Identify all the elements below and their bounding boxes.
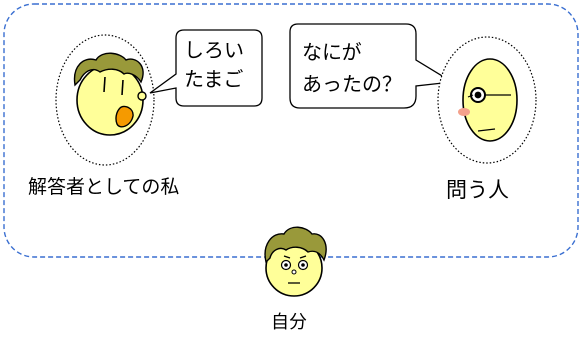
- answerer-label: 解答者としての私: [28, 176, 180, 198]
- asker-face-icon: [458, 58, 518, 142]
- self-label: 自分: [271, 312, 307, 333]
- answer-line-2: たまご: [184, 67, 244, 91]
- question-line-1: なにが: [302, 40, 362, 64]
- question-line-2: あったの？: [302, 72, 402, 96]
- answer-speech-text: しろい たまご: [184, 36, 244, 94]
- question-speech-text: なにが あったの？: [302, 36, 402, 100]
- question-speech-bubble: [289, 23, 454, 109]
- answerer-face-icon: [73, 52, 147, 136]
- self-face-icon: [264, 226, 327, 297]
- asker-label: 問う人: [446, 178, 509, 202]
- answer-speech-bubble: [149, 29, 263, 107]
- answer-line-1: しろい: [184, 38, 244, 62]
